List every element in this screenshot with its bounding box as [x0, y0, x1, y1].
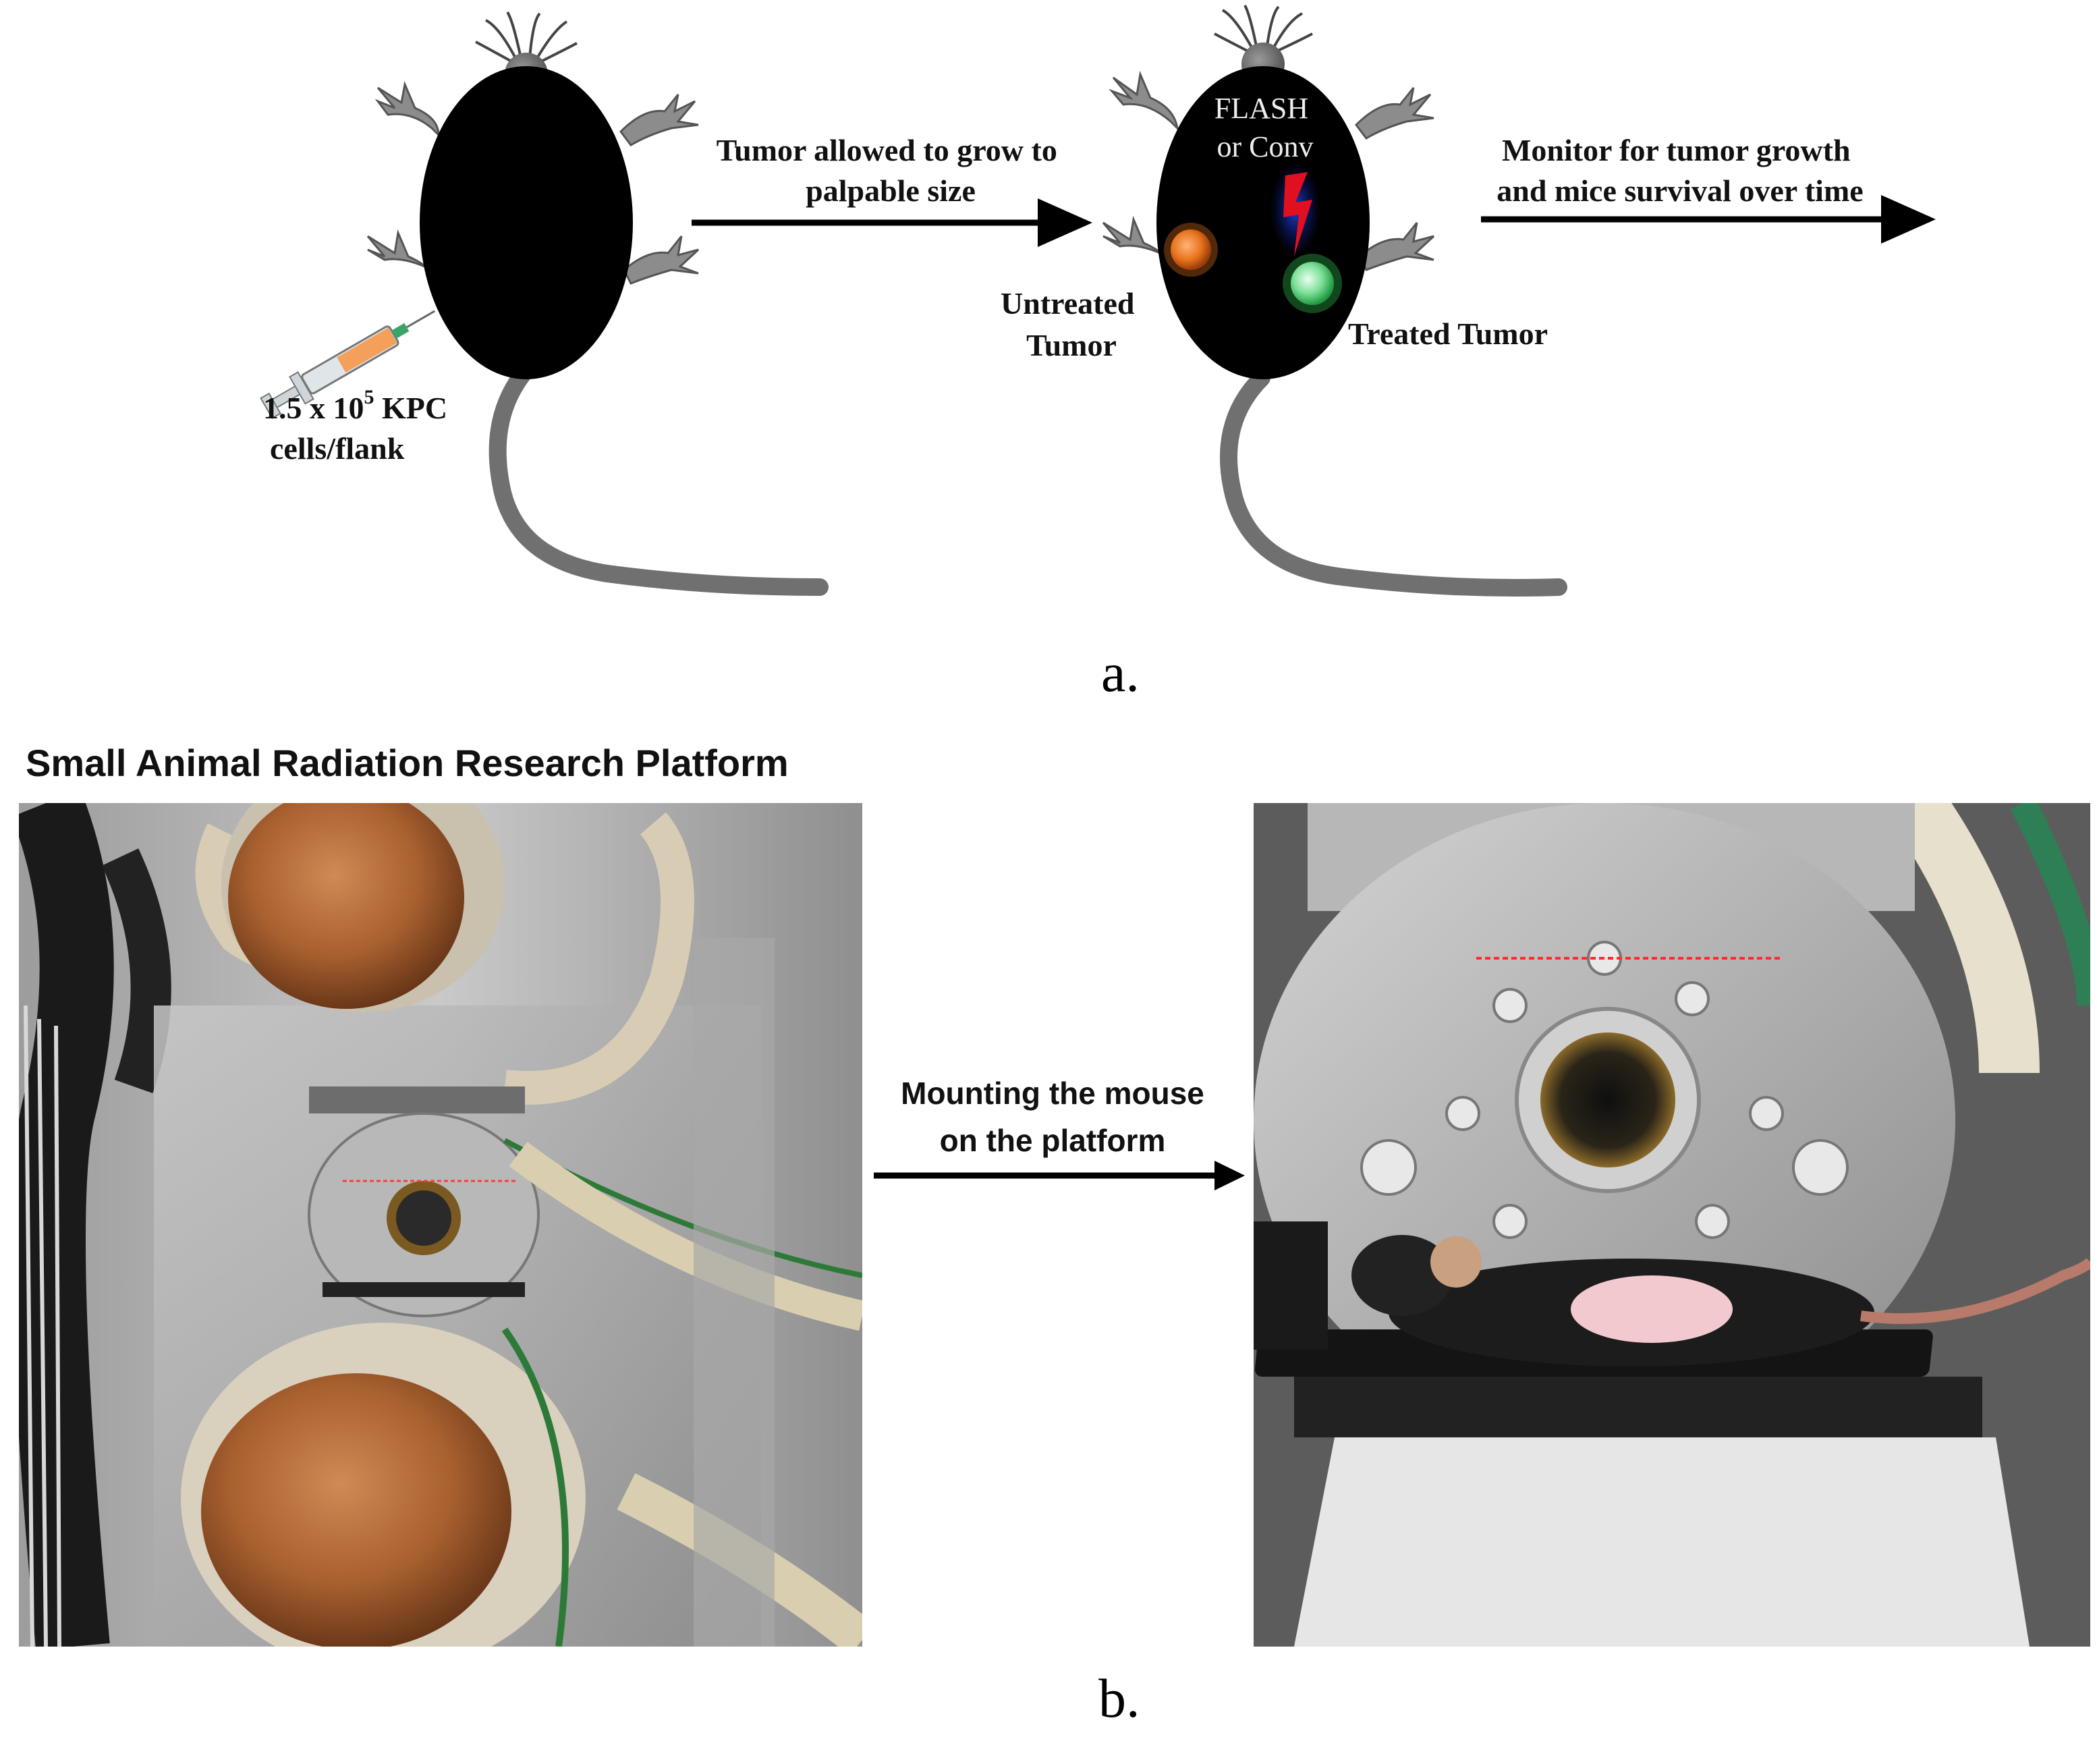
- panel-b-title: Small Animal Radiation Research Platform: [26, 742, 789, 784]
- mouse-stage: [323, 1282, 525, 1297]
- nose-cone-holder: [1254, 1221, 1328, 1350]
- lower-detector: [201, 1373, 511, 1647]
- mounted-mouse-photo: [1254, 803, 2090, 1647]
- sarrp-overview-image: [19, 803, 862, 1647]
- mouse-untreated-icon: [366, 11, 829, 596]
- cell-injection-label: 1.5 x 105 KPC cells/flank: [263, 386, 455, 466]
- arrow1-caption: Tumor allowed to grow to palpable size: [717, 133, 1065, 208]
- untreated-tumor-label: Untreated Tumor: [1001, 286, 1142, 362]
- panel-letter-a: a.: [1101, 642, 1140, 703]
- arrow2-caption: Monitor for tumor growth and mice surviv…: [1497, 133, 1863, 208]
- treated-tumor-label: Treated Tumor: [1348, 316, 1548, 351]
- upper-xray-tube: [228, 803, 464, 1009]
- sarrp-overview-photo: [19, 803, 862, 1647]
- mounting-caption: Mounting the mouse on the platform: [870, 1070, 1235, 1164]
- untreated-tumor-icon: [1164, 223, 1218, 277]
- mounted-mouse-image: [1254, 803, 2090, 1647]
- treatment-type-label: FLASH or Conv: [1214, 92, 1316, 163]
- treated-tumor-icon: [1283, 254, 1342, 313]
- panel-a-schematic: 1.5 x 105 KPC cells/flank Tumor allowed …: [0, 0, 2097, 729]
- mounting-caption-line2: on the platform: [939, 1123, 1166, 1158]
- collimator-bore: [1540, 1032, 1675, 1167]
- syringe-icon: [260, 310, 436, 419]
- panel-letter-b: b.: [1098, 1667, 1140, 1729]
- mounting-arrow: [874, 1161, 1245, 1190]
- radiation-bolt-icon: [1283, 172, 1312, 256]
- mouse-on-platform: [1351, 1235, 2090, 1367]
- mounting-caption-line1: Mounting the mouse: [901, 1076, 1204, 1111]
- panel-a-drawing: 1.5 x 105 KPC cells/flank Tumor allowed …: [260, 4, 1936, 597]
